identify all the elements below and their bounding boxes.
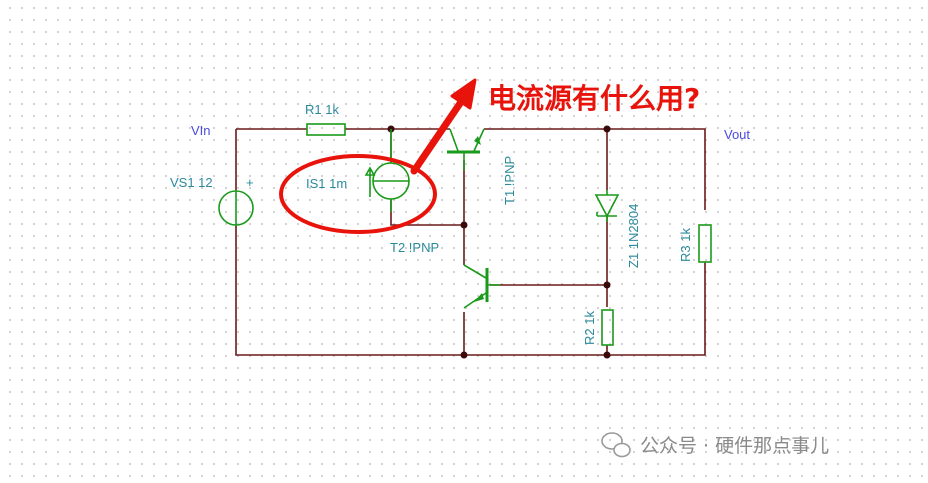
resistor-r2[interactable] — [601, 309, 614, 346]
r3-label: R3 1k — [678, 228, 693, 262]
transistor-t1[interactable] — [447, 128, 485, 170]
vs1-label: VS1 12 — [170, 175, 213, 190]
annotation-arrow — [410, 78, 477, 175]
voltage-source-vs1[interactable] — [218, 190, 254, 226]
vs1-polarity: + — [246, 175, 254, 190]
t2-label: T2 !PNP — [390, 240, 439, 255]
zener-diode-z1[interactable] — [594, 190, 620, 222]
resistor-r3[interactable] — [698, 224, 712, 263]
resistor-r1[interactable] — [306, 123, 346, 136]
annotation-title: 电流源有什么用? — [488, 82, 700, 115]
current-source-is1[interactable] — [364, 129, 410, 212]
wechat-icon — [601, 432, 631, 458]
net-label-vin: VIn — [191, 123, 211, 138]
watermark-text: 公众号 · 硬件那点事儿 — [640, 435, 829, 457]
r2-label: R2 1k — [582, 311, 597, 345]
r1-label: R1 1k — [305, 102, 339, 117]
highlight-ellipse — [279, 154, 437, 234]
transistor-t2[interactable] — [463, 264, 500, 309]
t1-label: T1 !PNP — [502, 156, 517, 205]
net-label-vout: Vout — [724, 127, 750, 142]
is1-label: IS1 1m — [306, 176, 347, 191]
z1-label: Z1 1N2804 — [626, 204, 641, 268]
